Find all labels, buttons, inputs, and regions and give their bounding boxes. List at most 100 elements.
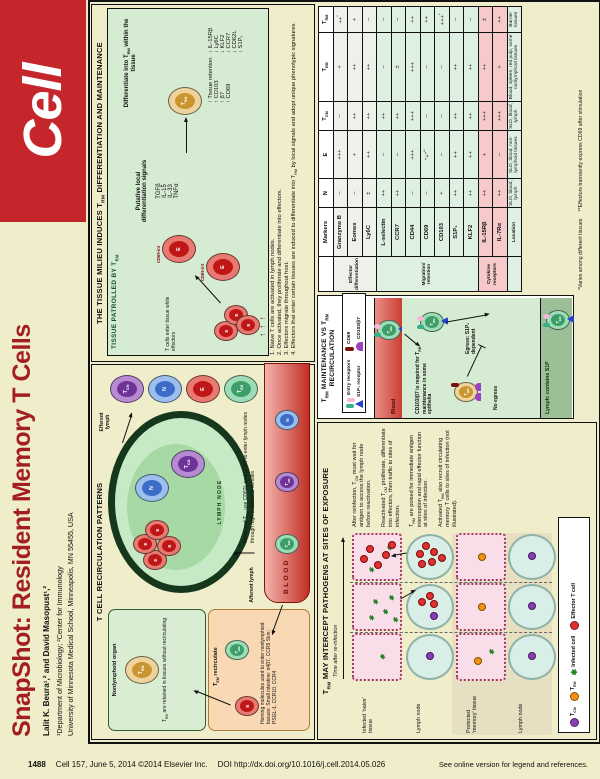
naive-cell: N (135, 474, 169, 502)
marker-value: – (420, 32, 435, 102)
affiliation-2: University of Minnesota Medical School, … (66, 512, 75, 736)
legend-label: Entry receptors (347, 359, 352, 395)
trm-cell: TRM (168, 87, 202, 115)
upregulated-list: ↑ Tissue retention↑ CD103↑ β7↑ CD69 (208, 58, 232, 103)
marker-value: +++ (478, 101, 493, 131)
panel-tissue-milieu-title: THE TISSUE MILIEU INDUCES TRM DIFFERENTI… (95, 42, 107, 324)
cell-logo-text: Cell (13, 63, 73, 159)
intercept-paragraphs: After reinfection, TCM must wait for ant… (352, 427, 458, 527)
marker-value: ++ (362, 32, 377, 102)
trm-cell: TRM (125, 656, 159, 684)
effector-dot-icon (430, 548, 438, 556)
column-header: TRM (318, 6, 333, 33)
effector-dot-icon (388, 541, 396, 549)
marker-value: ± (478, 6, 493, 33)
marker-value: – (333, 178, 348, 208)
tem-cell: TEM (374, 320, 405, 340)
group-label: Migration/ retention (376, 256, 478, 292)
marker-name: CD69 (420, 207, 435, 257)
trm-dot-icon (569, 692, 579, 702)
panel-maintenance-title: TRM MAINTENANCE VS TRM RECIRCULATION (321, 313, 337, 403)
table-row: CCR7++–++±– (391, 6, 406, 292)
marker-name: IL-15Rβ (478, 207, 493, 257)
cell-label: TEM (237, 384, 245, 394)
time-axis-label: Time after re-infection (333, 624, 339, 677)
page-footer: 1488 Cell 157, June 5, 2014 ©2014 Elsevi… (0, 750, 600, 779)
table-row: CD44–+++++++++++ (405, 6, 420, 292)
panel-intercept-title: TRM MAY INTERCEPT PATHOGENS AT SITES OF … (321, 467, 333, 695)
marker-value: – (492, 130, 507, 179)
cell-label: TRM (181, 96, 189, 106)
cell-label: TRM (462, 388, 470, 396)
downregulated-item: ↓ S1P₁ (238, 35, 244, 53)
row-label-lymph-node-1: Lymph node (416, 703, 422, 733)
legend-item-tcm: TCM (569, 707, 579, 727)
panel-tissue-milieu: THE TISSUE MILIEU INDUCES TRM DIFFERENTI… (91, 4, 315, 362)
cell-label: E (233, 313, 239, 317)
infected-cell-icon (382, 596, 398, 601)
marker-value: – (463, 6, 478, 33)
lymph-band: Lymph: contains S1P TEM (540, 298, 574, 418)
marker-value: + (434, 178, 449, 208)
legend-item-infected: Infected cell (570, 636, 579, 676)
cell-label: E (220, 265, 226, 269)
marker-value: +++* (434, 6, 449, 33)
cell-label: TRM (428, 318, 436, 326)
naive-cell: N (148, 375, 182, 403)
infected-tissue-t1 (352, 633, 402, 681)
legend-item-s1p1: S1P₁ receptor (355, 355, 363, 408)
entry-receptor-icon (374, 324, 381, 329)
tcm-cell: TCM (110, 375, 144, 403)
lymph-node-t3 (406, 534, 454, 580)
naive-cell: N (275, 410, 299, 430)
entry-receptor-icon (543, 323, 550, 327)
marker-value: ++ (362, 101, 377, 131)
blood-vessel-label: BLOOD (283, 558, 290, 594)
efferent-lymph-label: Efferent lymph (99, 412, 111, 432)
infected-cell-icon (376, 610, 392, 615)
signal-item: TNFα (174, 183, 180, 199)
tem-cell: TEM (225, 640, 249, 660)
effector-dot-icon (360, 555, 368, 563)
protected-tissue-t2 (456, 583, 506, 631)
marker-value: – (391, 6, 406, 33)
effector-dot-icon (416, 550, 424, 558)
downregulated-list: ↓ IL-15Rβ↓ Ly6C↓ KLF2↓ CCR7↓ CD62L↓ S1P₁ (208, 28, 244, 53)
infected-cell-icon (570, 669, 579, 676)
maintenance-legend: Entry receptors CD69 S1P₁ receptor CD103… (342, 293, 366, 413)
legend-label: Effector T cell (571, 582, 577, 619)
cell-label: N (284, 418, 290, 422)
infected-cell-icon (366, 600, 382, 605)
page-number: 1488 (28, 760, 46, 769)
doi-text: DOI http://dx.doi.org/10.1016/j.cell.201… (217, 760, 386, 769)
effector-dot-icon (382, 551, 390, 559)
marker-value: – (420, 178, 435, 208)
tissue-area: TRM CD103/β7 is required for TRM mainten… (402, 298, 540, 418)
marker-name: Granzyme B (333, 207, 348, 257)
cells-entering-arrows-icon (252, 316, 270, 337)
marker-name: L-selectin (376, 207, 391, 257)
legend-label: CD103/β7 (356, 317, 362, 339)
marker-value: ++ (405, 6, 420, 33)
legend-item-trm: TRM (569, 682, 579, 702)
marker-value: ++ (492, 178, 507, 208)
location-value: Blood, spleen, red pulp, some nonlymphoi… (507, 32, 522, 102)
tem-recirculate-box: TEM recirculate E TEM Homing molecules u… (208, 609, 310, 731)
cell-label: E (166, 544, 172, 548)
infected-tissue-t2 (352, 583, 402, 631)
legend-label: Infected cell (571, 635, 577, 667)
marker-value: ++ (463, 130, 478, 179)
marker-name: IL-7Rα (492, 207, 507, 257)
s1p1-receptor-icon (567, 315, 574, 323)
cd69-icon (451, 383, 459, 387)
table-footnotes: *Varies among different tissues **Effect… (578, 6, 584, 290)
marker-name: KLF2 (463, 207, 478, 257)
table-row: CD103+–––+++* (434, 6, 449, 292)
cell-label: TRM (138, 665, 146, 675)
marker-value: ++ (347, 32, 362, 102)
marker-name: CCR7 (391, 207, 406, 257)
marker-value: – (434, 32, 449, 102)
